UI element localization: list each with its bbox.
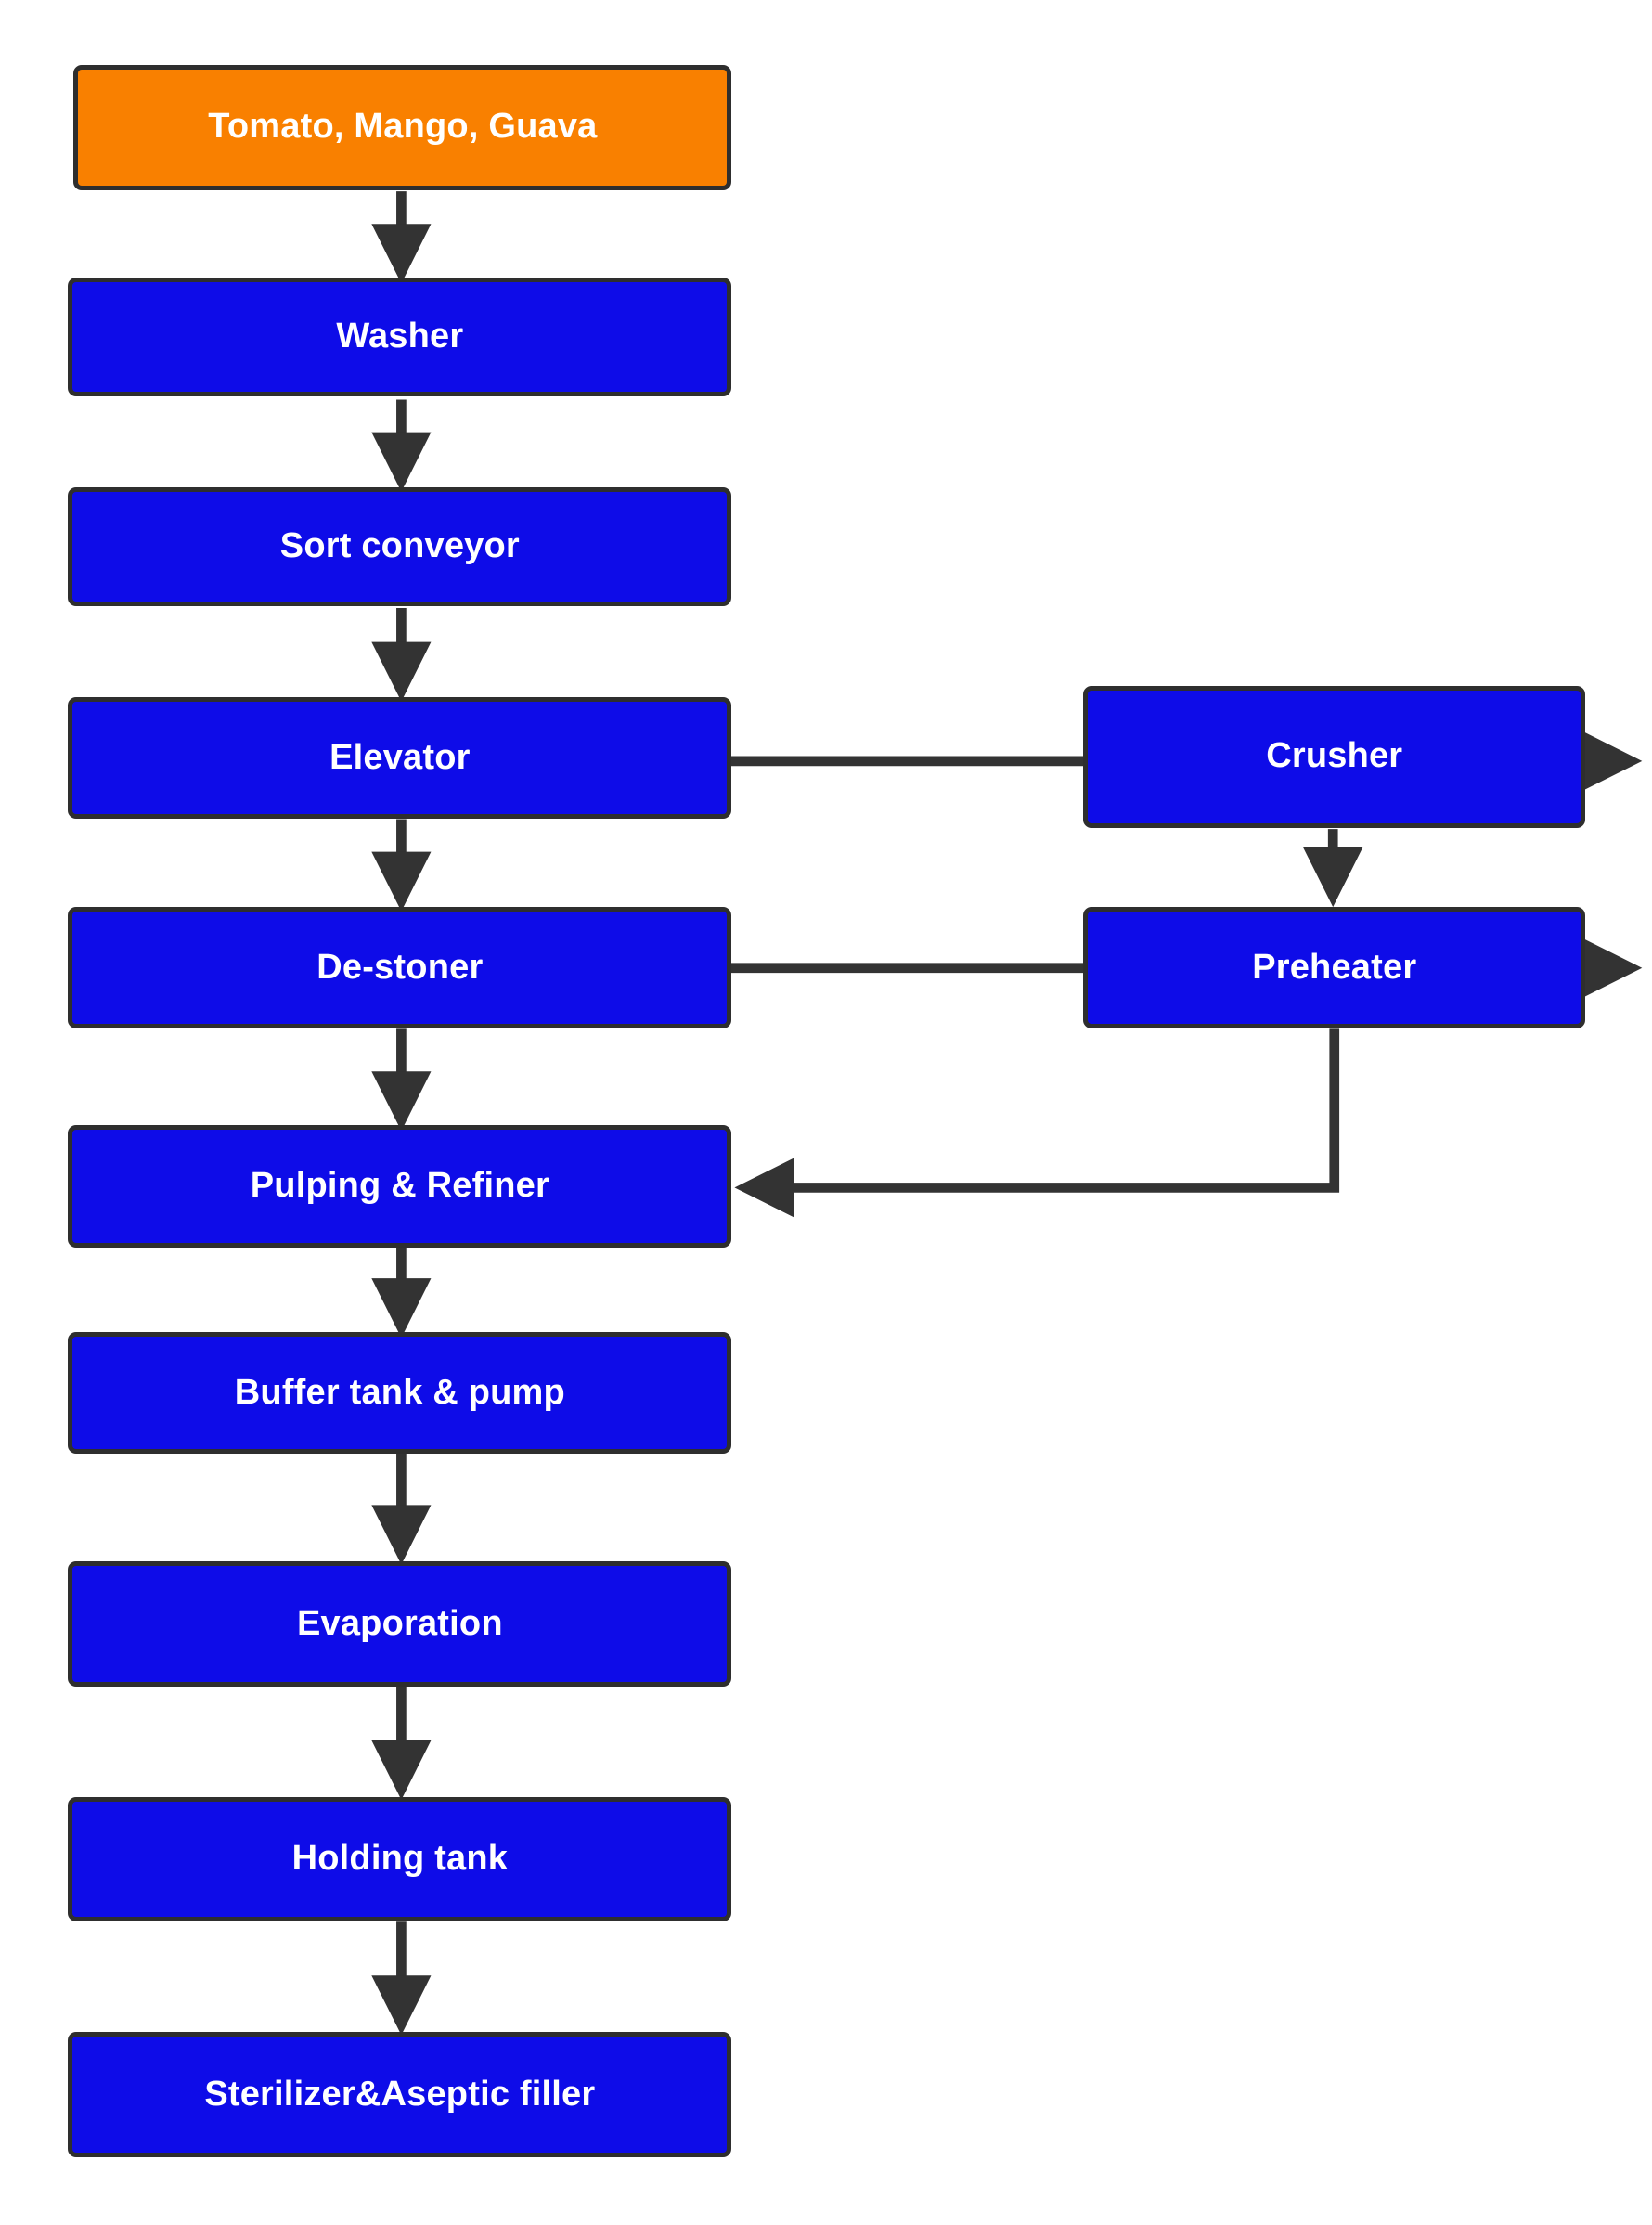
node-de-stoner[interactable]: De-stoner bbox=[68, 907, 732, 1029]
edge-elevator-to-de-stoner bbox=[371, 819, 432, 912]
node-crusher[interactable]: Crusher bbox=[1083, 685, 1586, 828]
node-evaporation[interactable]: Evaporation bbox=[68, 1561, 732, 1687]
node-elevator[interactable]: Elevator bbox=[68, 697, 732, 820]
node-label-elevator: Elevator bbox=[329, 737, 471, 777]
node-sterilizer[interactable]: Sterilizer&Aseptic filler bbox=[68, 2032, 732, 2157]
node-label-sterilizer: Sterilizer&Aseptic filler bbox=[204, 2074, 596, 2114]
node-holding-tank[interactable]: Holding tank bbox=[68, 1796, 732, 1922]
node-pulping-refiner[interactable]: Pulping & Refiner bbox=[68, 1125, 732, 1248]
node-label-crusher: Crusher bbox=[1266, 736, 1403, 776]
edge-washer-to-sort-conveyor bbox=[371, 399, 432, 492]
edge-sort-conveyor-to-elevator bbox=[371, 607, 432, 702]
node-label-raw-material: Tomato, Mango, Guava bbox=[208, 107, 598, 147]
node-label-preheater: Preheater bbox=[1252, 947, 1417, 987]
edge-evaporation-to-holding-tank bbox=[371, 1686, 432, 1800]
edge-de-stoner-to-pulping-refiner bbox=[371, 1028, 432, 1132]
edge-holding-tank-to-sterilizer bbox=[371, 1921, 432, 2036]
node-sort-conveyor[interactable]: Sort conveyor bbox=[68, 487, 732, 607]
node-label-de-stoner: De-stoner bbox=[316, 947, 484, 987]
node-label-evaporation: Evaporation bbox=[296, 1603, 503, 1643]
edge-raw-material-to-washer bbox=[371, 191, 432, 284]
node-label-pulping-refiner: Pulping & Refiner bbox=[250, 1165, 549, 1205]
edge-preheater-to-pulping-refiner bbox=[734, 1028, 1340, 1218]
node-label-sort-conveyor: Sort conveyor bbox=[279, 526, 520, 566]
edge-buffer-tank-to-evaporation bbox=[371, 1452, 432, 1565]
node-label-holding-tank: Holding tank bbox=[291, 1839, 509, 1879]
node-raw-material[interactable]: Tomato, Mango, Guava bbox=[73, 65, 732, 190]
node-buffer-tank[interactable]: Buffer tank & pump bbox=[68, 1332, 732, 1455]
edge-pulping-refiner-to-buffer-tank bbox=[371, 1244, 432, 1339]
node-preheater[interactable]: Preheater bbox=[1083, 907, 1586, 1029]
node-label-washer: Washer bbox=[336, 317, 464, 356]
node-label-buffer-tank: Buffer tank & pump bbox=[234, 1372, 565, 1412]
node-washer[interactable]: Washer bbox=[68, 278, 732, 397]
